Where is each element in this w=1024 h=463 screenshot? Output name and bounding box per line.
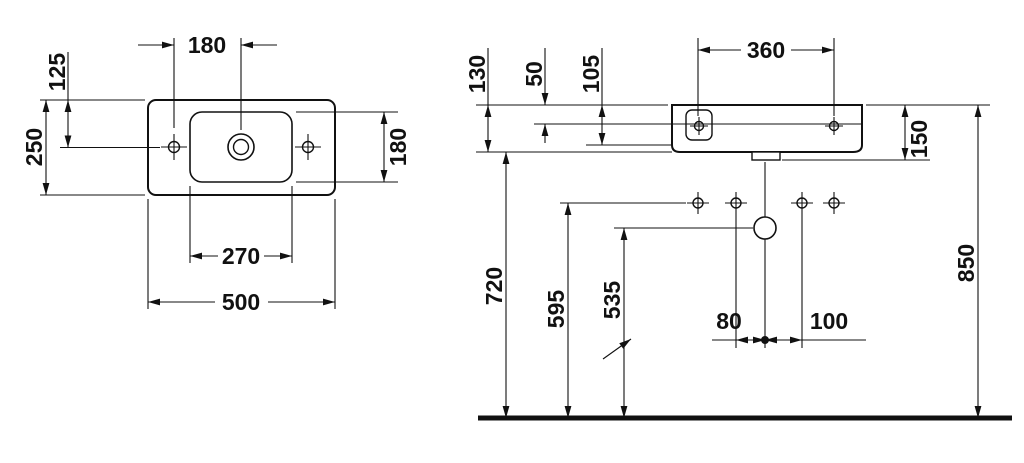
drain-position-dot bbox=[761, 336, 769, 344]
dim-label-720: 720 bbox=[481, 267, 507, 305]
fixing-hole-2 bbox=[725, 192, 747, 214]
dim-80-100: 80 100 bbox=[712, 308, 866, 344]
dim-250-left: 250 bbox=[21, 99, 145, 196]
dim-label-270: 270 bbox=[222, 243, 260, 269]
fixing-hole-1 bbox=[687, 192, 709, 214]
tap-hole-right bbox=[295, 134, 321, 160]
dim-label-180-top: 180 bbox=[188, 32, 226, 58]
dim-500-bottom: 500 bbox=[147, 199, 336, 315]
tap-platform-detail bbox=[685, 109, 713, 141]
dim-label-180-right: 180 bbox=[385, 128, 411, 166]
dim-595: 595 bbox=[543, 203, 572, 418]
fixing-holes bbox=[687, 192, 845, 214]
dim-label-130: 130 bbox=[464, 55, 490, 93]
dim-label-500: 500 bbox=[222, 289, 260, 315]
tap-hole-front-right bbox=[825, 117, 843, 135]
faucet-hole bbox=[227, 133, 255, 161]
dim-150: 150 bbox=[901, 105, 932, 160]
drain-hole bbox=[753, 216, 777, 240]
dim-50: 50 bbox=[521, 48, 549, 143]
dim-label-360: 360 bbox=[747, 37, 785, 63]
dim-label-105: 105 bbox=[578, 55, 604, 94]
dim-label-50: 50 bbox=[521, 61, 547, 87]
dim-label-125: 125 bbox=[44, 53, 70, 92]
dim-105: 105 bbox=[578, 48, 606, 145]
drain-position-leader-arrow bbox=[602, 338, 632, 360]
dim-130: 130 bbox=[464, 48, 492, 152]
dim-535: 535 bbox=[599, 228, 628, 418]
drain-outlet-detail bbox=[751, 151, 781, 161]
dim-label-535: 535 bbox=[599, 281, 625, 320]
dim-850: 850 bbox=[953, 105, 982, 418]
dim-label-595: 595 bbox=[543, 290, 569, 329]
dim-label-250: 250 bbox=[21, 128, 47, 166]
dim-label-850: 850 bbox=[953, 244, 979, 282]
dim-label-100: 100 bbox=[810, 308, 848, 334]
basin-front-outline bbox=[671, 104, 863, 153]
dim-360: 360 bbox=[698, 37, 834, 63]
dim-label-150: 150 bbox=[906, 120, 932, 158]
dim-180-right: 180 bbox=[296, 111, 411, 183]
dim-label-80: 80 bbox=[716, 308, 742, 334]
fixing-hole-3 bbox=[791, 192, 813, 214]
dim-125-left: 125 bbox=[44, 52, 160, 149]
dim-720: 720 bbox=[481, 152, 510, 418]
tap-hole-left bbox=[161, 134, 187, 160]
elevation-view: 130 50 105 360 150 850 720 bbox=[464, 37, 1012, 421]
tap-hole-front-left bbox=[690, 117, 708, 135]
fixing-hole-4 bbox=[823, 192, 845, 214]
plan-view: 180 125 250 180 270 bbox=[21, 32, 411, 315]
dim-270-bottom: 270 bbox=[189, 186, 293, 269]
dim-180-top: 180 bbox=[138, 32, 277, 130]
